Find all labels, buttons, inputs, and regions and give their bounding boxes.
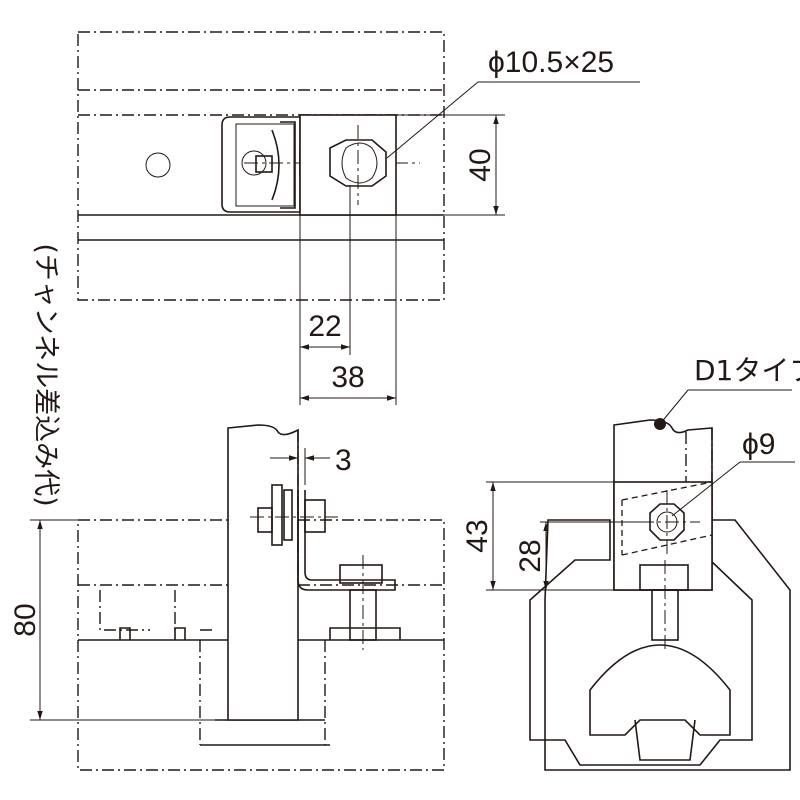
dim-40-label: 40 (464, 148, 497, 181)
type-label: D1タイプ (694, 354, 800, 387)
bracket-plate (299, 114, 397, 216)
front-hex-nut (649, 503, 685, 541)
top-view-outline (77, 31, 445, 301)
hex-nut-top (329, 139, 387, 187)
hole-spec-label: ϕ10.5×25 (488, 46, 614, 79)
top-hole (145, 152, 171, 178)
channel-side (227, 424, 299, 721)
dim-43-label: 43 (461, 519, 494, 552)
dim-3-label: 3 (335, 444, 352, 477)
channel-clamp (221, 116, 301, 213)
dim-28-label: 28 (514, 539, 547, 572)
side-view: 3 80 (9, 424, 445, 771)
dim-80-label: 80 (9, 603, 42, 636)
side-nut (304, 499, 326, 533)
dim-22-label: 22 (308, 310, 341, 343)
front-bracket (613, 481, 713, 591)
channel-insertion-note: (チャンネル差込み代) (30, 243, 61, 506)
dim-38-label: 38 (331, 361, 364, 394)
bolt-dia-label: ϕ9 (742, 428, 776, 461)
front-view: 43 28 D1タイプ ϕ9 (461, 354, 800, 771)
top-view: 40 ϕ10.5×25 22 38 (77, 31, 640, 405)
